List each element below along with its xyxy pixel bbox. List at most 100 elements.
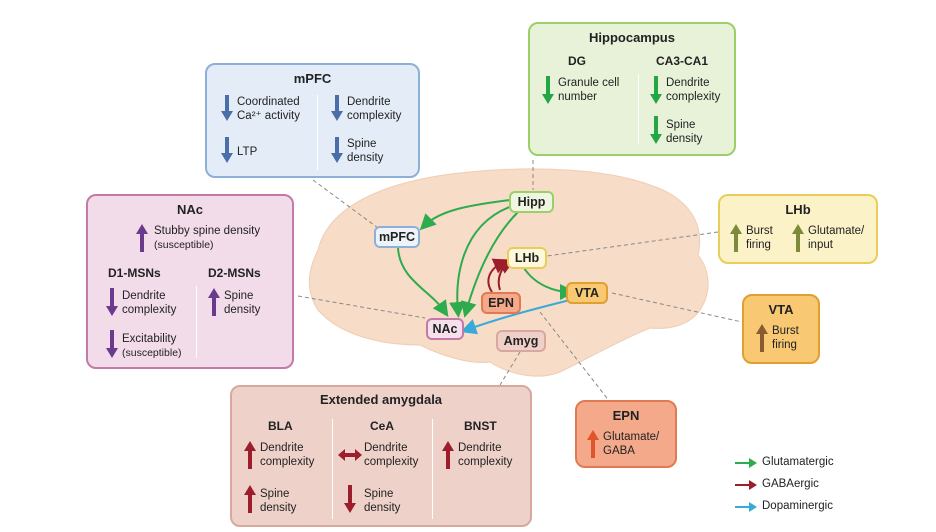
nac-item-text: Excitability [122, 333, 177, 345]
down-arrow-icon [542, 76, 554, 104]
amyg-item-text: density [364, 502, 401, 514]
node-epn: EPN [481, 292, 521, 314]
hippocampus-panel: Hippocampus DG CA3-CA1 Granule cell numbe… [528, 22, 736, 156]
gabaergic-arrow-icon [735, 480, 757, 490]
lhb-title: LHb [785, 202, 811, 217]
epn-item-text: Glutamate/ [603, 431, 660, 443]
down-arrow-icon [344, 485, 356, 513]
down-arrow-icon [221, 95, 233, 121]
mpfc-item-text: Spine [347, 138, 377, 150]
left-right-arrow-icon [338, 449, 362, 461]
leader-epn [539, 311, 611, 403]
nac-item-text: (susceptible) [154, 239, 214, 251]
lhb-item-text: input [808, 239, 833, 251]
down-arrow-icon [331, 137, 343, 163]
d2-label: D2-MSNs [208, 266, 261, 280]
leader-vta [611, 292, 743, 323]
amyg-item-text: complexity [458, 456, 513, 468]
hipp-item-text: complexity [666, 91, 721, 103]
amyg-item-text: complexity [260, 456, 315, 468]
hipp-item-text: number [558, 91, 597, 103]
up-arrow-icon [136, 224, 148, 252]
vta-item-text: firing [772, 339, 797, 351]
nac-item-text: Dendrite [122, 290, 166, 302]
nac-item-text: complexity [122, 304, 177, 316]
d1-label: D1-MSNs [108, 266, 161, 280]
down-arrow-icon [106, 288, 118, 316]
node-hipp: Hipp [509, 191, 554, 213]
down-arrow-icon [331, 95, 343, 121]
dg-label: DG [568, 54, 586, 68]
down-arrow-icon [650, 76, 662, 104]
epn-panel: EPN Glutamate/GABA [575, 400, 677, 468]
hippocampus-title: Hippocampus [589, 30, 675, 45]
hipp-to-nac-path-2 [461, 211, 519, 318]
epn-title: EPN [612, 408, 640, 423]
nac-item-text: density [224, 304, 261, 316]
hipp-item-text: Spine [666, 119, 696, 131]
node-vta: VTA [566, 282, 608, 304]
hipp-item-text: Granule cell [558, 77, 620, 89]
leader-nac [297, 295, 426, 319]
ca-label: CA3-CA1 [656, 54, 709, 68]
legend-gabaergic: GABAergic [762, 478, 819, 490]
mpfc-item-text: Coordinated [237, 96, 300, 108]
amygdala-title: Extended amygdala [319, 392, 443, 407]
amyg-item-text: density [260, 502, 297, 514]
mpfc-item-text: Ca²⁺ activity [237, 110, 300, 122]
legend-glutamatergic: Glutamatergic [762, 456, 834, 468]
nac-title: NAc [176, 202, 203, 217]
up-arrow-icon [792, 224, 804, 252]
amyg-item-text: Dendrite [260, 442, 304, 454]
lhb-item-text: firing [746, 239, 771, 251]
node-nac: NAc [426, 318, 464, 340]
up-arrow-icon [756, 324, 768, 352]
up-arrow-icon [208, 288, 220, 316]
mpfc-item-text: density [347, 152, 384, 164]
lhb-panel: LHb Burst firing Glutamate/input [718, 194, 878, 264]
down-arrow-icon [221, 137, 233, 163]
hipp-to-mpfc-path [419, 199, 511, 231]
amyg-item-text: Dendrite [458, 442, 502, 454]
extended-amygdala-panel: Extended amygdala BLA CeA BNST Dendrite c… [230, 385, 532, 527]
nac-panel: NAc Stubby spine density (susceptible) D1… [86, 194, 294, 369]
hipp-item-text: Dendrite [666, 77, 710, 89]
up-arrow-icon [442, 441, 454, 469]
amyg-item-text: Spine [364, 488, 394, 500]
lhb-item-text: Burst [746, 225, 773, 237]
cea-label: CeA [370, 419, 395, 433]
down-arrow-icon [106, 330, 118, 358]
node-mpfc: mPFC [374, 226, 420, 248]
dopaminergic-arrow-icon [735, 502, 757, 512]
up-arrow-icon [244, 441, 256, 469]
node-lhb: LHb [507, 247, 547, 269]
epn-item-text: GABA [603, 445, 635, 457]
vta-panel: VTA Burst firing [742, 294, 820, 364]
amyg-item-text: complexity [364, 456, 419, 468]
lhb-item-text: Glutamate/ [808, 225, 865, 237]
hipp-to-nac-path-1 [449, 205, 513, 318]
mpfc-to-nac-path [397, 247, 449, 317]
down-arrow-icon [650, 116, 662, 144]
mpfc-title: mPFC [293, 71, 332, 86]
vta-item-text: Burst [772, 325, 799, 337]
node-amyg: Amyg [496, 330, 546, 352]
up-arrow-icon [587, 430, 599, 458]
legend-dopaminergic: Dopaminergic [762, 500, 833, 512]
glutamatergic-arrow-icon [735, 458, 757, 468]
up-arrow-icon [244, 485, 256, 513]
nac-item-text: Stubby spine density [154, 225, 261, 237]
vta-to-nac-path [460, 299, 571, 335]
mpfc-item-text: LTP [237, 146, 258, 158]
hipp-item-text: density [666, 133, 703, 145]
vta-title: VTA [768, 302, 794, 317]
up-arrow-icon [730, 224, 742, 252]
mpfc-item-text: complexity [347, 110, 402, 122]
bla-label: BLA [268, 419, 293, 433]
leader-lhb [546, 231, 719, 257]
nac-item-text: Spine [224, 290, 254, 302]
mpfc-item-text: Dendrite [347, 96, 391, 108]
bnst-label: BNST [464, 419, 497, 433]
amyg-item-text: Spine [260, 488, 290, 500]
